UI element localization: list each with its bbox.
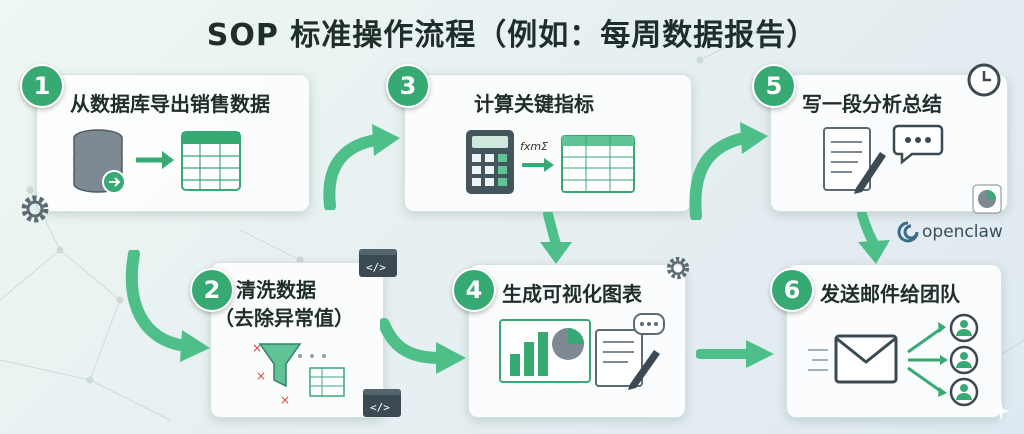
flow-arrow-3-to-4 (540, 212, 572, 264)
team-members-icon (907, 313, 979, 407)
metrics-table-icon (561, 135, 635, 193)
database-icon (73, 129, 126, 194)
filter-funnel-icon: × × × (252, 341, 345, 407)
openclaw-logo-icon (897, 221, 919, 243)
flow-arrow-2-to-4 (380, 318, 466, 374)
summary-writing-icon (823, 127, 886, 194)
compute-arrow-icon (522, 158, 554, 172)
step-5-label: 写一段分析总结 (802, 92, 942, 116)
step-1-label: 从数据库导出销售数据 (70, 92, 270, 116)
step-4-badge: 4 (452, 268, 496, 312)
clock-icon (967, 63, 1001, 97)
svg-text:×: × (256, 369, 266, 383)
step-3-card (404, 74, 692, 212)
report-pen-icon (595, 313, 665, 390)
flow-arrow-4-to-6 (696, 340, 774, 368)
step-3-label: 计算关键指标 (474, 92, 594, 116)
step-6-badge: 6 (770, 268, 814, 312)
step-2-label: 清洗数据 (236, 278, 316, 302)
svg-text:</>: </> (370, 401, 390, 414)
step-5-badge: 5 (752, 64, 796, 108)
step-2-sublabel: （去除异常值） (214, 306, 354, 330)
pie-badge-icon (972, 184, 1002, 214)
flow-arrow-5-to-6 (857, 212, 890, 264)
step-4-label: 生成可视化图表 (502, 282, 642, 306)
sparkle-icon (991, 401, 1011, 421)
spreadsheet-icon (181, 131, 241, 191)
calculator-icon (466, 130, 514, 194)
flow-arrow-1-to-2 (125, 250, 210, 362)
step-3-badge: 3 (386, 64, 430, 108)
step-1-badge: 1 (20, 64, 64, 108)
email-envelope-icon (808, 334, 898, 384)
gear-icon (21, 195, 49, 223)
step-6-label: 发送邮件给团队 (820, 282, 960, 306)
code-window-icon-2: </> (363, 389, 401, 417)
export-arrow-icon (136, 151, 174, 169)
bar-chart-icon (499, 319, 591, 383)
code-window-icon: </> (359, 249, 397, 277)
page-title: SOP 标准操作流程（例如：每周数据报告） (206, 18, 818, 53)
step-5-card (770, 74, 1008, 212)
speech-bubble-icon (892, 124, 944, 165)
formula-text: fxmΣ (520, 140, 549, 153)
flow-arrow-4-to-5 (689, 122, 768, 220)
openclaw-label: openclaw (922, 222, 1003, 242)
svg-text:</>: </> (366, 261, 386, 274)
gear-icon-2 (666, 256, 690, 280)
svg-text:×: × (280, 393, 290, 407)
step-2-badge: 2 (190, 268, 234, 312)
svg-text:×: × (252, 341, 262, 355)
step-2-card (210, 262, 384, 418)
flow-arrow-2-to-3 (323, 124, 400, 210)
